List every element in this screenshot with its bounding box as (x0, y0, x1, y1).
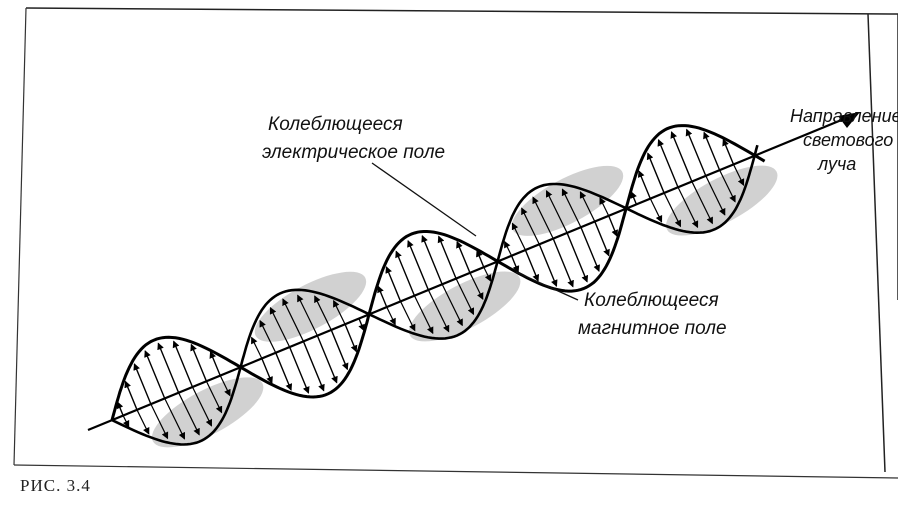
magnetic-field-vector (650, 198, 661, 221)
electric-field-label-line1: Колеблющееся (268, 114, 403, 135)
magnetic-field-vector (137, 410, 149, 434)
electric-field-vector (125, 382, 137, 410)
electric-field-vector (145, 351, 165, 398)
electric-field-vector (422, 236, 442, 284)
propagation-axis (88, 114, 856, 430)
electric-field-vector (134, 364, 151, 404)
electric-field-label-line2: электрическое поле (262, 142, 445, 163)
electric-field-vector (174, 341, 193, 387)
electric-field-vector (539, 244, 556, 286)
magnetic-field-vector (505, 242, 512, 256)
electric-field-vector (359, 318, 364, 330)
electric-field-vector (290, 347, 309, 393)
magnetic-field-vector (401, 301, 415, 330)
direction-label-line3: луча (817, 154, 856, 174)
electric-field-vector (609, 216, 617, 237)
direction-label-line1: Направление (790, 106, 898, 126)
electric-field-vector (567, 233, 587, 282)
electric-field-vector (331, 330, 347, 370)
electric-field-vector (439, 236, 456, 278)
figure-frame-right (868, 14, 885, 472)
electric-field-vector (672, 132, 692, 181)
magnetic-field-label-line1: Колеблющееся (584, 290, 719, 311)
electric-field-vector (386, 267, 400, 301)
electric-field-vector (525, 250, 538, 281)
electric-field-vector (118, 402, 123, 415)
magnetic-shade-blob (143, 364, 273, 461)
electric-field-vector (191, 345, 206, 382)
electric-field-vector (276, 353, 291, 390)
electric-field-pointer (372, 163, 476, 236)
electric-field-vector (595, 221, 609, 255)
electric-field-vector (396, 251, 414, 295)
electric-field-vector (553, 238, 573, 286)
magnetic-field-vector (252, 338, 262, 359)
electric-field-vector (581, 227, 599, 271)
electric-field-vector (345, 324, 356, 351)
magnetic-field-label-line2: магнитное поле (578, 318, 727, 339)
electric-field-vector (408, 241, 428, 290)
magnetic-shade-blob (657, 152, 787, 249)
figure-caption: РИС. 3.4 (20, 476, 91, 496)
electric-field-vector (317, 336, 336, 383)
electric-field-vector (457, 242, 470, 273)
electric-field-vector (303, 341, 323, 390)
electric-field-vector (648, 153, 664, 192)
electric-field-vector (659, 140, 678, 187)
electric-field-vector (158, 343, 178, 392)
electric-field-vector (639, 171, 650, 198)
electric-field-curve (112, 126, 765, 421)
electric-field-vector (378, 286, 387, 307)
direction-label-line2: светового (803, 130, 893, 150)
figure-frame-bottom (14, 465, 898, 478)
electric-field-vector (631, 192, 636, 204)
figure-frame-left (14, 8, 26, 465)
figure-frame (26, 8, 898, 300)
electric-field-vector (704, 133, 719, 170)
electric-field-vector (687, 130, 706, 176)
